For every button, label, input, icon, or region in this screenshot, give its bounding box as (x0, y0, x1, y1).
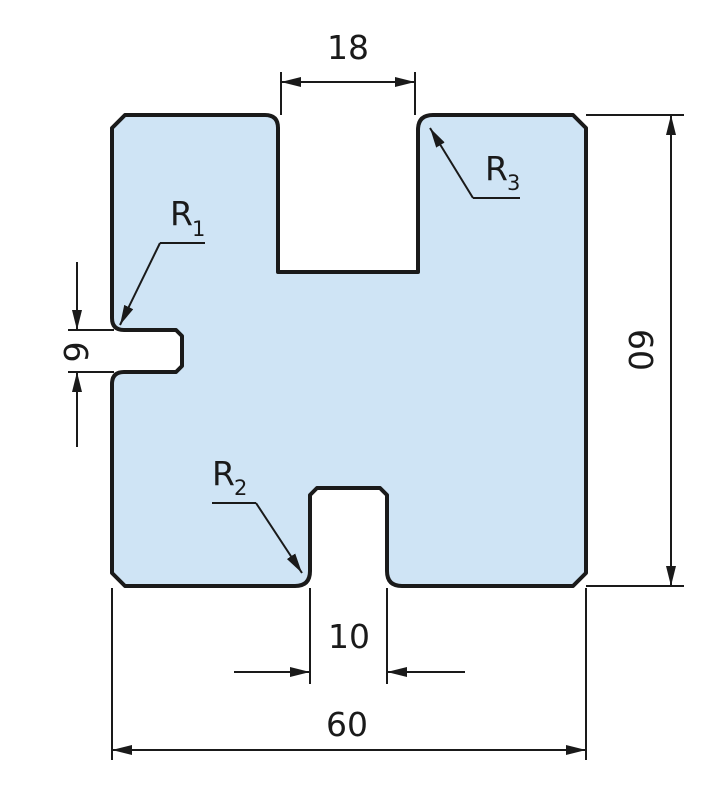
radius-label-r2: R (212, 454, 235, 493)
dimension-label-overall-width: 60 (326, 705, 368, 744)
dimension-top-slot: 18 (280, 28, 416, 115)
dimension-label-side-slot: 6 (56, 342, 95, 363)
dimension-label-bottom-slot: 10 (328, 617, 370, 656)
leader-line (119, 242, 161, 326)
radius-index-r2: 2 (234, 476, 247, 500)
dimension-label-overall-height: 60 (621, 329, 660, 371)
dimension-side-slot: 6 (56, 262, 114, 447)
leader-line (429, 127, 474, 199)
radius-label-r3: R (485, 149, 508, 188)
radius-callout-r1: R 1 (119, 194, 205, 326)
dimension-bottom-slot: 10 (234, 588, 465, 684)
radius-index-r1: 1 (192, 217, 205, 241)
dimension-label-top-slot: 18 (327, 28, 369, 67)
part-profile (110, 113, 588, 588)
radius-callout-r2: R 2 (212, 454, 303, 574)
dimension-overall-height: 60 (586, 114, 684, 587)
radius-label-r1: R (170, 194, 193, 233)
leader-line (255, 502, 303, 574)
radius-callout-r3: R 3 (429, 127, 520, 199)
dimension-overall-width: 60 (111, 588, 587, 760)
radius-index-r3: 3 (507, 171, 520, 195)
